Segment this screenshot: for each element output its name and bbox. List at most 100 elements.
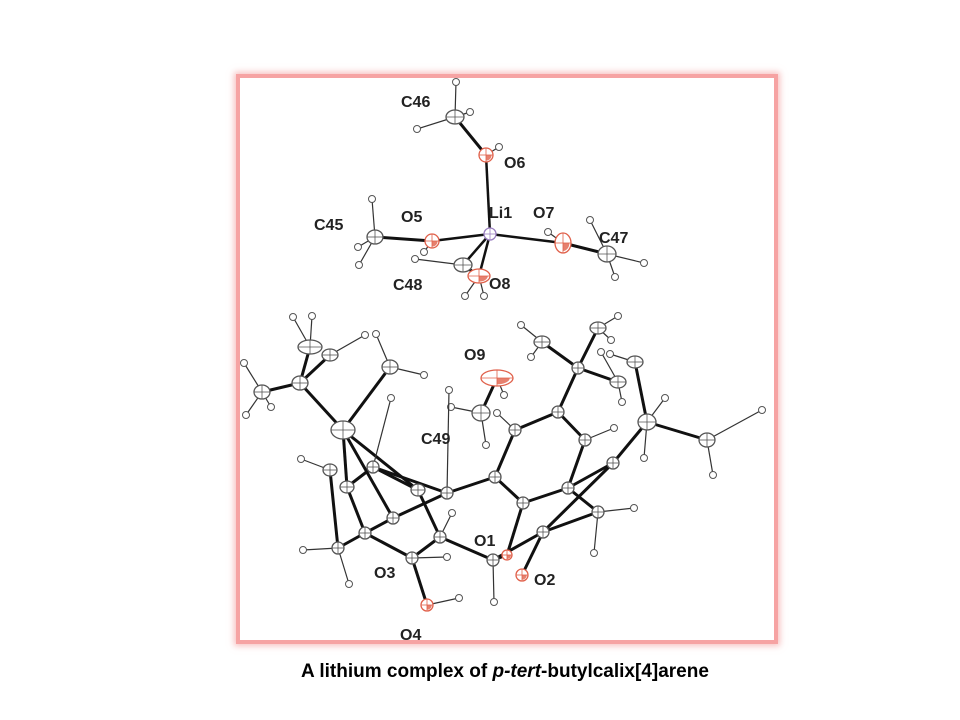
bond-CH-b1 xyxy=(492,530,544,562)
caption-suffix: -butylcalix[4]arene xyxy=(541,661,709,682)
hydrogen-atom xyxy=(466,108,474,116)
hydrogen-atom xyxy=(354,243,362,251)
hydrogen-atom xyxy=(289,313,297,321)
bond-t1-m2 xyxy=(576,327,600,369)
hydrogen-atom xyxy=(240,359,248,367)
hydrogen-atom xyxy=(452,78,460,86)
hydrogen-atom xyxy=(413,125,421,133)
bond-l6-l8 xyxy=(364,531,413,560)
bond-r2-t1 xyxy=(556,367,580,413)
hydrogen-atom xyxy=(242,411,250,419)
hydrogen-atom xyxy=(614,312,622,320)
label-o1: O1 xyxy=(474,533,495,550)
atom-octant xyxy=(522,575,527,580)
bond-l5-l10 xyxy=(392,491,448,520)
bond-b1-O2 xyxy=(520,531,545,576)
label-c47: C47 xyxy=(599,230,628,247)
bond-r6-r1 xyxy=(493,429,517,478)
hydrogen-atom xyxy=(610,424,618,432)
bond-l8-O4 xyxy=(410,557,429,606)
hydrogen-atom xyxy=(490,598,498,606)
hydrogen-atom xyxy=(455,594,463,602)
hydrogen-atom xyxy=(544,228,552,236)
hydrogen-atom xyxy=(597,348,605,356)
hydrogen-atom xyxy=(345,580,353,588)
label-o2: O2 xyxy=(534,572,555,589)
bond-r4-r5 xyxy=(522,486,569,505)
hydrogen-atom xyxy=(411,255,419,263)
hydrogen-atom xyxy=(586,216,594,224)
bond-CH-l1 xyxy=(439,535,494,562)
hydrogen-atom xyxy=(611,273,619,281)
hydrogen-atom xyxy=(461,292,469,300)
bond-h xyxy=(492,559,495,603)
label-c46: C46 xyxy=(401,94,430,111)
hydrogen-atom xyxy=(640,454,648,462)
hydrogen-atom xyxy=(445,386,453,394)
hydrogen-atom xyxy=(607,336,615,344)
bond-h xyxy=(446,389,450,494)
caption-prefix: A lithium complex of xyxy=(301,661,493,682)
label-c45: C45 xyxy=(314,217,343,234)
hydrogen-atom xyxy=(448,509,456,517)
hydrogen-atom xyxy=(308,312,316,320)
hydrogen-atom xyxy=(495,143,503,151)
hydrogen-atom xyxy=(661,394,669,402)
bond-l10-l3 xyxy=(372,465,448,495)
caption-italic: p-tert xyxy=(492,661,542,682)
hydrogen-atom xyxy=(493,409,501,417)
label-c48: C48 xyxy=(393,277,422,294)
bond-l4-l11 xyxy=(341,366,392,431)
hydrogen-atom xyxy=(443,553,451,561)
bond-l4-l5 xyxy=(341,429,395,519)
bond-r6-l10 xyxy=(446,475,496,495)
atom-octant xyxy=(486,155,492,161)
bond-h xyxy=(593,511,599,554)
atom-octant xyxy=(563,243,570,251)
atom-octant xyxy=(507,555,511,559)
atom-octant xyxy=(432,241,438,247)
label-o3: O3 xyxy=(374,565,395,582)
hydrogen-atom xyxy=(372,330,380,338)
label-o5: O5 xyxy=(401,209,422,226)
hydrogen-atom xyxy=(630,504,638,512)
hydrogen-atom xyxy=(709,471,717,479)
atom-labels: C46 O6 Li1 O7 C45 O5 C47 C48 O8 O9 C49 O… xyxy=(314,94,628,644)
atom-octant xyxy=(427,605,432,610)
bond-O6-Li1 xyxy=(484,154,492,235)
label-li1: Li1 xyxy=(489,205,512,222)
hydrogen-atom xyxy=(606,350,614,358)
bond-O5-C45 xyxy=(374,235,433,243)
bond-l9-l12 xyxy=(328,469,340,549)
label-o4: O4 xyxy=(400,627,421,644)
label-c49: C49 xyxy=(421,431,450,448)
bond-h xyxy=(706,409,763,441)
bond-r1-r2 xyxy=(514,410,559,432)
bond-b1-b2 xyxy=(542,510,599,534)
bond-r3-r4 xyxy=(566,439,587,489)
hydrogen-atom xyxy=(758,406,766,414)
hydrogen-atom xyxy=(480,292,488,300)
hydrogen-atom xyxy=(387,394,395,402)
label-o9: O9 xyxy=(464,347,485,364)
hydrogen-atom xyxy=(368,195,376,203)
hydrogen-atom xyxy=(590,549,598,557)
label-o7: O7 xyxy=(533,205,554,222)
hydrogen-atom xyxy=(420,371,428,379)
hydrogen-atom xyxy=(299,546,307,554)
hydrogen-atom xyxy=(361,331,369,339)
hydrogen-atom xyxy=(640,259,648,267)
bond-r4-b3 xyxy=(567,461,614,490)
hydrogen-atom xyxy=(517,321,525,329)
bond-l7-l6 xyxy=(345,486,367,534)
bond-t2-m5 xyxy=(633,361,649,423)
bond-h xyxy=(372,397,392,468)
bond-Li1-O5 xyxy=(431,232,491,243)
hydrogen-atom xyxy=(527,353,535,361)
hydrogen-atom xyxy=(355,261,363,269)
atoms xyxy=(253,109,716,612)
figure-caption: A lithium complex of p-tert-butylcalix[4… xyxy=(0,661,960,683)
hydrogens xyxy=(240,78,766,606)
bond-Li1-O7 xyxy=(489,232,564,245)
